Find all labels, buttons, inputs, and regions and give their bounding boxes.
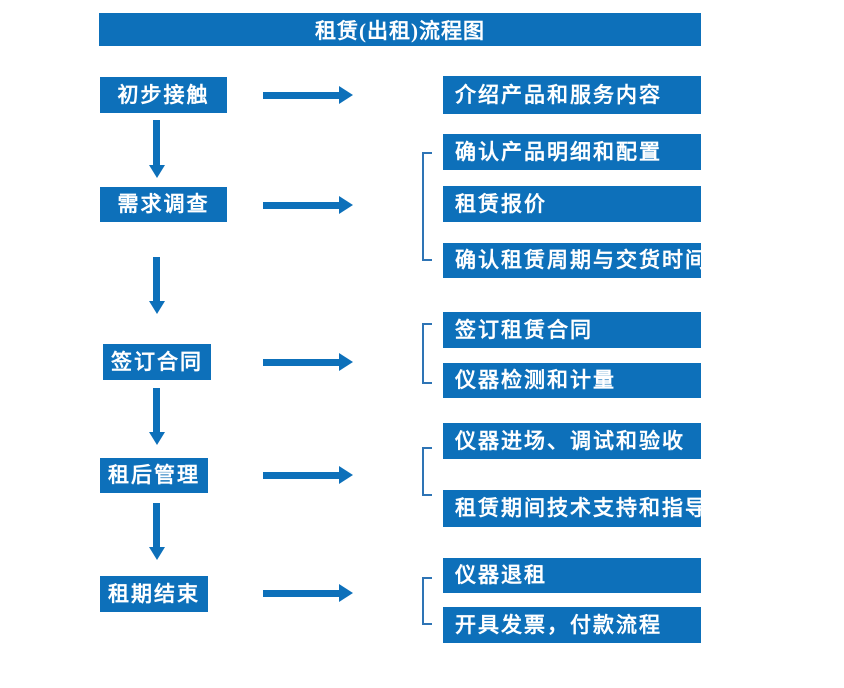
detail-box-sign-rental-contract: 签订租赁合同 xyxy=(443,312,701,348)
detail-box-instrument-setup: 仪器进场、调试和验收 xyxy=(443,423,701,459)
arrow-shaft xyxy=(153,120,160,166)
detail-label: 仪器退租 xyxy=(455,563,547,587)
step-box-lease-end: 租期结束 xyxy=(100,576,208,612)
step-label: 签订合同 xyxy=(111,349,203,374)
arrow-shaft xyxy=(153,257,160,302)
detail-label: 签订租赁合同 xyxy=(455,317,593,342)
group-bracket-demand-survey xyxy=(422,152,432,261)
arrow-shaft xyxy=(263,472,340,479)
detail-box-confirm-period-delivery: 确认租赁周期与交货时间 xyxy=(443,243,706,278)
step-box-sign-contract: 签订合同 xyxy=(103,344,211,380)
step-box-initial-contact: 初步接触 xyxy=(100,77,227,113)
arrow-down-icon xyxy=(149,120,165,178)
detail-box-rental-quote: 租赁报价 xyxy=(443,186,701,222)
detail-box-technical-support: 租赁期间技术支持和指导 xyxy=(443,490,706,527)
arrow-right-icon xyxy=(263,86,353,104)
title-banner: 租赁(出租)流程图 xyxy=(99,13,701,46)
arrow-right-icon xyxy=(263,353,353,371)
arrow-right-icon xyxy=(263,196,353,214)
arrow-head xyxy=(149,301,165,314)
detail-label: 租赁期间技术支持和指导 xyxy=(455,496,708,520)
arrow-head xyxy=(149,547,165,560)
arrow-down-icon xyxy=(149,388,165,445)
detail-label: 仪器检测和计量 xyxy=(455,368,616,392)
arrow-head xyxy=(149,432,165,445)
arrow-head xyxy=(339,86,353,104)
step-label: 租期结束 xyxy=(108,581,200,606)
page-title: 租赁(出租)流程图 xyxy=(315,18,485,43)
arrow-head xyxy=(339,466,353,484)
arrow-shaft xyxy=(153,503,160,548)
arrow-shaft xyxy=(263,590,340,597)
arrow-right-icon xyxy=(263,466,353,484)
detail-label: 租赁报价 xyxy=(455,191,547,216)
detail-label: 确认产品明细和配置 xyxy=(455,139,662,164)
detail-label: 仪器进场、调试和验收 xyxy=(455,428,685,453)
arrow-shaft xyxy=(263,202,340,209)
arrow-shaft xyxy=(263,359,340,366)
arrow-right-icon xyxy=(263,584,353,602)
group-bracket-lease-end xyxy=(422,577,432,625)
arrow-head xyxy=(339,584,353,602)
arrow-head xyxy=(149,165,165,178)
detail-label: 介绍产品和服务内容 xyxy=(455,82,662,107)
step-box-demand-survey: 需求调查 xyxy=(100,187,227,222)
group-bracket-sign-contract xyxy=(422,323,432,384)
step-box-post-rental-management: 租后管理 xyxy=(100,458,208,493)
detail-label: 确认租赁周期与交货时间 xyxy=(455,248,708,272)
detail-box-invoice-payment: 开具发票，付款流程 xyxy=(443,607,701,643)
step-label: 需求调查 xyxy=(117,192,210,216)
detail-box-instrument-inspection: 仪器检测和计量 xyxy=(443,363,701,398)
arrow-down-icon xyxy=(149,503,165,560)
detail-box-instrument-return: 仪器退租 xyxy=(443,558,701,593)
step-label: 初步接触 xyxy=(117,82,210,107)
arrow-shaft xyxy=(263,92,340,99)
detail-box-confirm-product-details: 确认产品明细和配置 xyxy=(443,134,701,170)
group-bracket-post-rental xyxy=(422,447,432,496)
step-label: 租后管理 xyxy=(108,463,200,487)
detail-label: 开具发票，付款流程 xyxy=(455,612,662,637)
arrow-shaft xyxy=(153,388,160,433)
arrow-head xyxy=(339,353,353,371)
arrow-head xyxy=(339,196,353,214)
detail-box-introduce-products: 介绍产品和服务内容 xyxy=(443,76,701,114)
arrow-down-icon xyxy=(149,257,165,314)
